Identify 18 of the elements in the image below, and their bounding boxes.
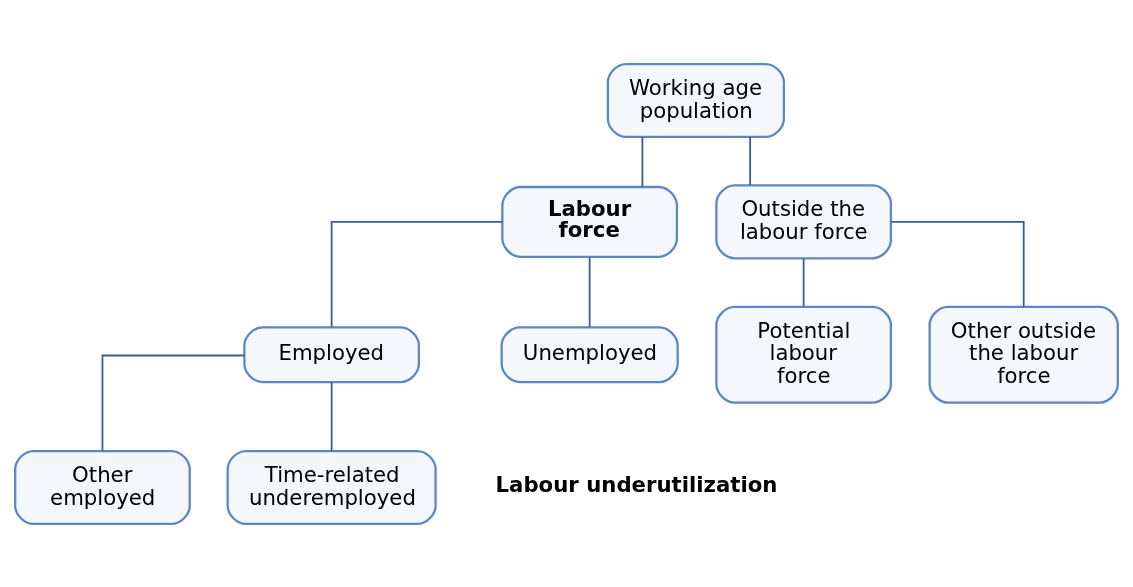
node-box: Outside the labour force [715, 183, 893, 259]
connector [802, 257, 805, 307]
connector [890, 220, 1025, 308]
node-box: Unemployed [500, 325, 679, 383]
node-box: Employed [243, 325, 421, 383]
connector [330, 220, 504, 328]
node-box: Working age population [606, 62, 786, 138]
node-box: Time-related underemployed [226, 449, 437, 525]
node-box: Labour force [501, 185, 679, 258]
connector [641, 135, 644, 188]
node-box: Potential labour force [715, 305, 893, 404]
node-box: Other outside the labour force [928, 305, 1119, 404]
node-box: Other employed [14, 449, 191, 525]
connector [749, 135, 752, 186]
connector [101, 354, 246, 452]
connector [330, 380, 333, 452]
connector [588, 256, 591, 328]
label: Labour underutilization [495, 471, 778, 497]
